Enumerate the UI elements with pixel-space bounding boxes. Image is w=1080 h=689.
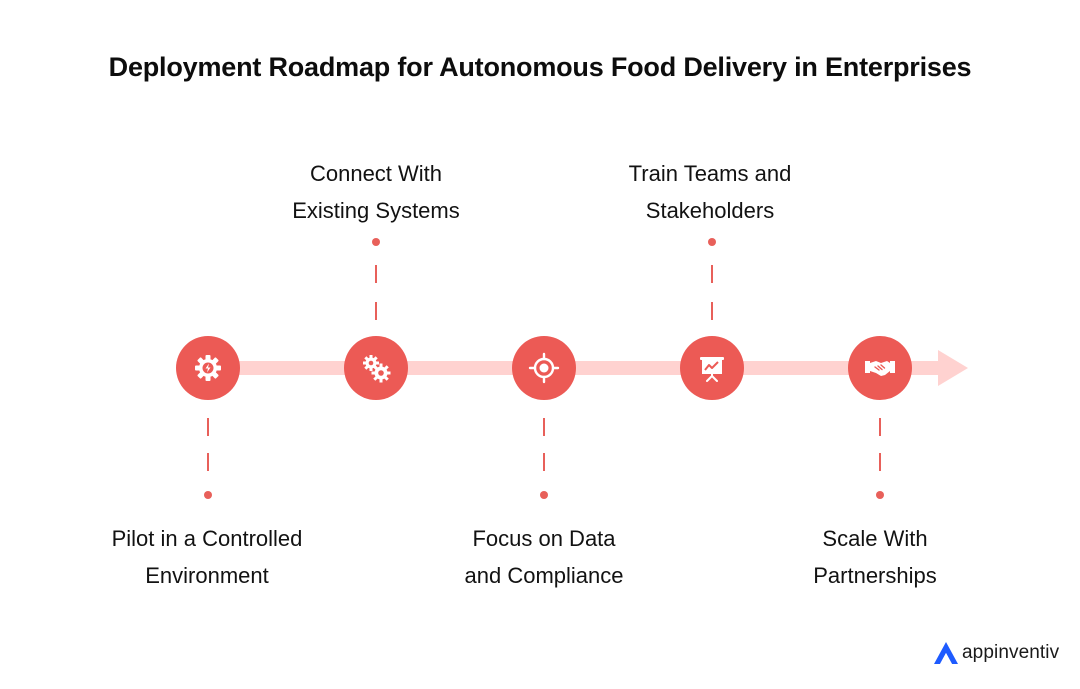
brand-name: appinventiv [962,642,1060,663]
step-3-label-line2: and Compliance [464,563,624,588]
step-3-node [512,336,576,400]
step-5-connector-dash [879,418,881,436]
step-4-connector-dot [708,238,716,246]
handshake-icon [865,361,895,376]
diagram-title: Deployment Roadmap for Autonomous Food D… [108,52,972,82]
step-1-connector-dot [204,491,212,499]
step-1-node [176,336,240,400]
step-2-label: Connect With Existing Systems [246,155,506,229]
step-5-label-line2: Partnerships [813,563,937,588]
step-4-node [680,336,744,400]
gears-icon [363,355,391,383]
step-4-label: Train Teams and Stakeholders [580,155,840,229]
appinventiv-logo-icon [934,642,958,664]
step-3-connector-dash [543,418,545,436]
step-5-node [848,336,912,400]
step-3-connector-dash [543,453,545,471]
step-2-connector-dash [375,265,377,283]
target-icon [528,352,560,384]
presentation-board-icon [700,357,724,382]
brand-logo: appinventiv [932,638,1059,668]
step-1-connector-dash [207,418,209,436]
step-5-label: Scale With Partnerships [745,520,1005,594]
step-2-connector-dot [372,238,380,246]
step-2-node [344,336,408,400]
step-2-label-line2: Existing Systems [292,198,460,223]
step-2-connector-dash [375,302,377,320]
step-4-label-line2: Stakeholders [645,198,775,223]
step-2-label-line1: Connect With [309,161,443,186]
step-3-label-line1: Focus on Data [472,526,616,551]
step-5-label-line1: Scale With [822,526,928,551]
step-1-label-line2: Environment [145,563,269,588]
step-4-connector-dash [711,302,713,320]
step-3-label: Focus on Data and Compliance [414,520,674,594]
step-5-connector-dot [876,491,884,499]
gear-bolt-icon [195,355,221,381]
step-3-connector-dot [540,491,548,499]
step-4-label-line1: Train Teams and [628,161,792,186]
step-4-connector-dash [711,265,713,283]
step-1-label: Pilot in a Controlled Environment [77,520,337,594]
timeline-arrowhead [938,350,968,386]
step-5-connector-dash [879,453,881,471]
step-1-label-line1: Pilot in a Controlled [111,526,303,551]
step-1-connector-dash [207,453,209,471]
